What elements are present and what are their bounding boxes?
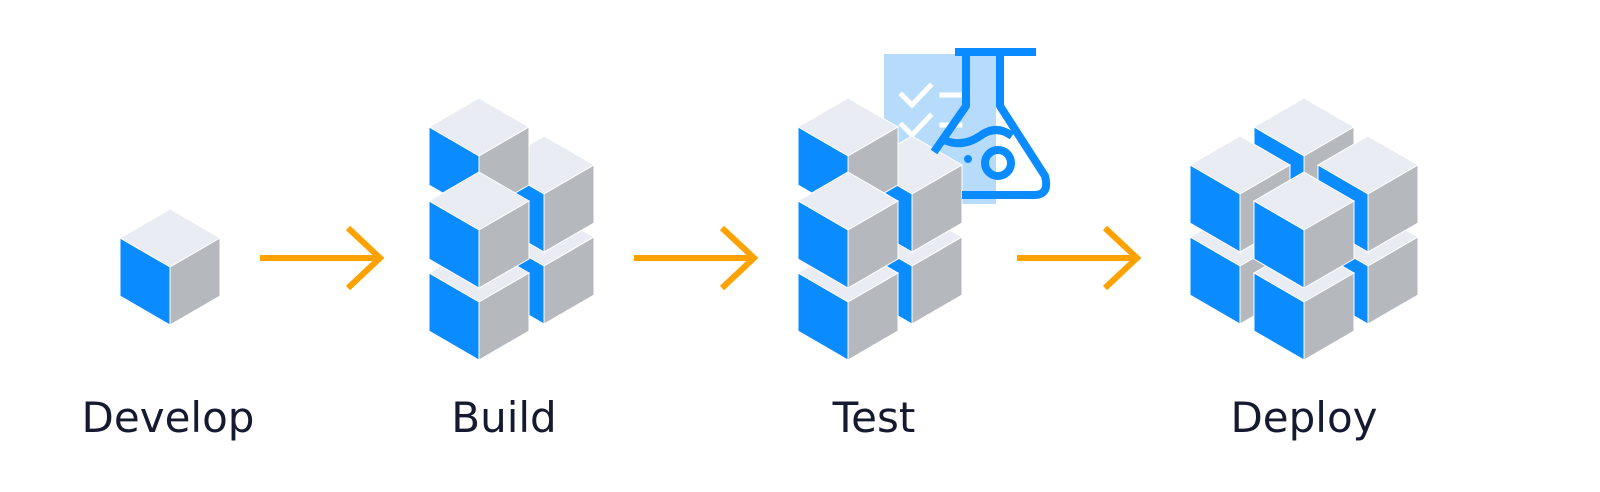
arrow-right-icon	[1017, 225, 1142, 291]
arrow-right-icon	[260, 225, 385, 291]
stage-label-test: Test	[832, 393, 916, 442]
arrow-right-icon	[634, 225, 759, 291]
flask-icon	[930, 48, 1051, 199]
build-cube-stack-icon	[428, 97, 595, 361]
deploy-cube-grid-icon	[1189, 97, 1419, 361]
stage-label-deploy: Deploy	[1230, 393, 1377, 442]
develop-cube-icon	[119, 208, 221, 326]
stage-label-develop: Develop	[82, 393, 255, 442]
stage-label-build: Build	[451, 393, 556, 442]
